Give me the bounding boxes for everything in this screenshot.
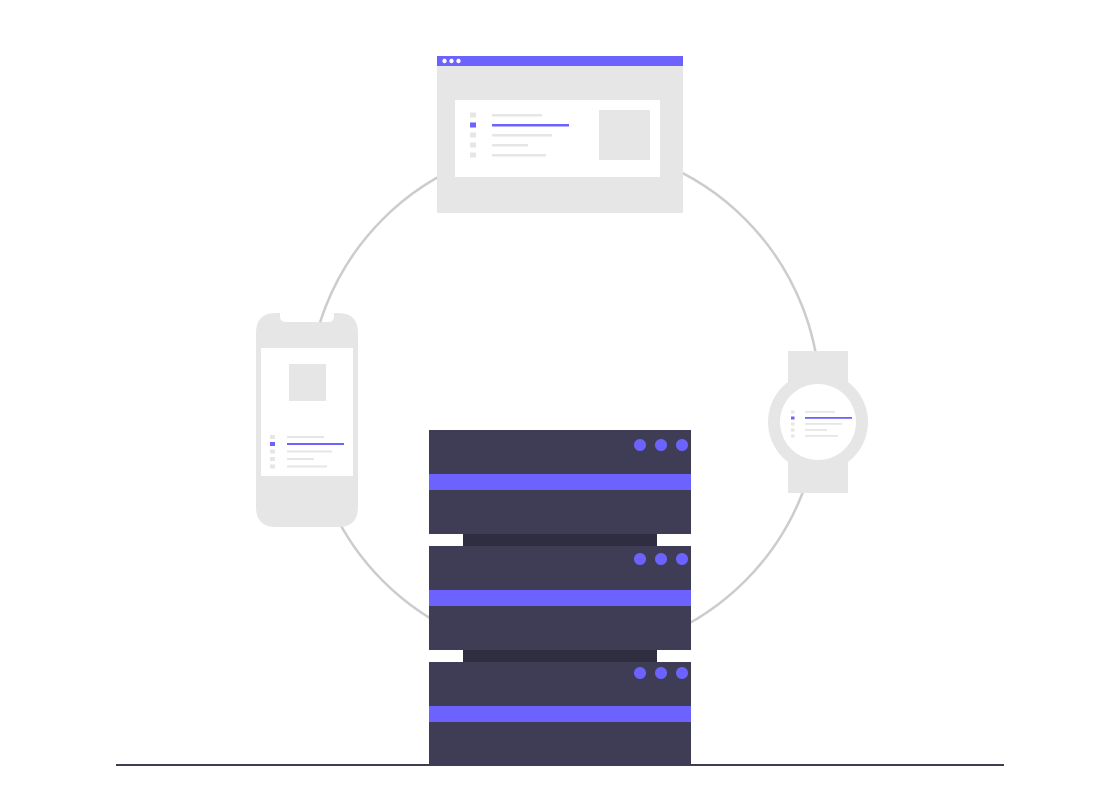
browser-list-bullet-2 [470, 122, 476, 128]
server-status-led [634, 439, 646, 451]
watch-list-line-5 [805, 435, 838, 437]
browser-list-line-1 [492, 114, 542, 117]
image-placeholder-icon [289, 364, 326, 401]
browser-window-icon [437, 56, 683, 213]
server-status-led [676, 553, 688, 565]
server-unit-1 [429, 430, 691, 534]
browser-list-line-4 [492, 144, 528, 147]
server-unit-2 [429, 546, 691, 650]
server-status-led [634, 553, 646, 565]
watch-list-bullet-3 [791, 422, 795, 426]
watch-list-bullet-4 [791, 428, 795, 432]
server-connector-2 [463, 650, 657, 662]
watch-list-line-2 [805, 417, 852, 419]
phone-list-line-3 [287, 450, 332, 453]
watch-list-line-3 [805, 423, 842, 425]
watch-face [780, 384, 856, 460]
server-unit-stripe [429, 590, 691, 606]
phone-list-bullet-5 [270, 464, 275, 469]
browser-title-bar [437, 56, 683, 66]
server-unit-stripe [429, 474, 691, 490]
image-placeholder-icon [599, 110, 650, 160]
browser-list-line-2 [492, 124, 569, 127]
browser-list-bullet-5 [470, 152, 476, 158]
server-status-led [655, 553, 667, 565]
server-status-led [655, 667, 667, 679]
server-unit-3 [429, 662, 691, 765]
browser-list-line-5 [492, 154, 546, 157]
phone-list-bullet-1 [270, 435, 275, 439]
phone-list-bullet-4 [270, 457, 275, 461]
watch-list-bullet-2 [791, 416, 795, 420]
browser-list-bullet-3 [470, 132, 476, 138]
phone-list-line-2 [287, 443, 344, 445]
browser-list-bullet-1 [470, 112, 476, 118]
watch-list-bullet-5 [791, 434, 795, 438]
server-status-led [655, 439, 667, 451]
watch-list-line-1 [805, 411, 835, 413]
server-status-led [634, 667, 646, 679]
smartphone-icon [256, 313, 358, 527]
browser-list-bullet-4 [470, 142, 476, 148]
phone-list-line-1 [287, 436, 324, 438]
watch-list-line-4 [805, 429, 827, 431]
phone-list-line-4 [287, 458, 314, 460]
server-connector-1 [463, 534, 657, 546]
server-stack-icon [429, 430, 691, 765]
watch-list-bullet-1 [791, 410, 795, 414]
browser-dot-2 [449, 58, 454, 64]
server-unit-stripe [429, 706, 691, 722]
browser-dot-3 [456, 58, 461, 64]
server-status-led [676, 667, 688, 679]
phone-list-bullet-3 [270, 449, 275, 454]
server-status-led [676, 439, 688, 451]
browser-dot-1 [442, 58, 447, 64]
smartwatch-icon [768, 351, 868, 493]
phone-list-line-5 [287, 465, 327, 468]
phone-list-bullet-2 [270, 442, 275, 446]
browser-list-line-3 [492, 134, 552, 137]
